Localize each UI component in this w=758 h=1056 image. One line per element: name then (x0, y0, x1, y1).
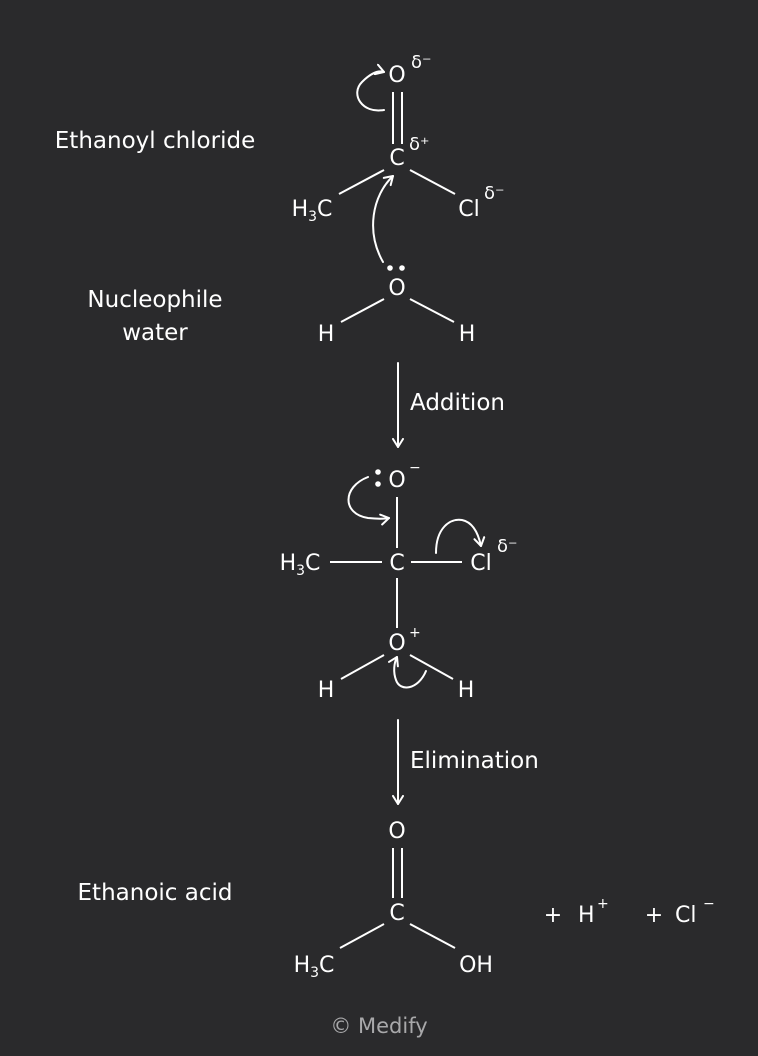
curly-arrow-chloride-leaving (435, 518, 486, 554)
charge-minus: − (703, 896, 715, 912)
atom-h: H (318, 678, 335, 703)
atom-o: O (388, 631, 405, 656)
charge-plus: + (597, 896, 609, 912)
lone-pair-dot (375, 481, 381, 487)
label-ethanoyl-chloride: Ethanoyl chloride (55, 128, 255, 154)
bond-o-h (340, 298, 385, 323)
atom-c: C (389, 551, 404, 576)
charge-plus: + (409, 625, 421, 641)
label-addition: Addition (410, 390, 505, 416)
charge-delta-minus: δ⁻ (497, 536, 518, 557)
atom-o: O (388, 276, 405, 301)
atom-cl: Cl (470, 551, 491, 576)
label-water: water (122, 320, 188, 346)
atom-c: C (389, 146, 404, 171)
tetrahedral-intermediate: O − C H3C Cl δ⁻ O + H H (280, 460, 518, 703)
bond-c-ch3 (338, 169, 385, 195)
charge-delta-minus: δ⁻ (484, 183, 505, 204)
atom-oh: OH (459, 953, 493, 978)
atom-o: O (388, 819, 405, 844)
bond-c-ch3 (339, 923, 385, 949)
curly-arrow-nucleophilic-attack (372, 175, 394, 263)
atom-cl: Cl (458, 197, 479, 222)
lone-pair-dot (399, 265, 405, 271)
bond-o-h (409, 298, 455, 323)
atom-o: O (388, 468, 405, 493)
label-ethanoic-acid: Ethanoic acid (78, 880, 233, 906)
ethanoic-acid-molecule: O C H3C OH (294, 819, 493, 981)
chloride-ion: Cl (675, 903, 696, 928)
bond-o-h (409, 654, 454, 680)
water-molecule: O H H (318, 265, 476, 347)
curly-arrow-reform-double-bond (347, 476, 390, 526)
charge-delta-plus: δ⁺ (409, 134, 430, 155)
bond-o-h (340, 654, 385, 680)
atom-c: C (389, 901, 404, 926)
curly-arrow-proton-loss (387, 656, 427, 689)
lone-pair-dot (375, 469, 381, 475)
label-nucleophile: Nucleophile (87, 287, 222, 313)
atom-h: H (318, 322, 335, 347)
hydrogen-ion: H (578, 903, 595, 928)
ethanoyl-chloride-molecule: O δ⁻ C δ⁺ H3C Cl δ⁻ (292, 52, 505, 263)
lone-pair-dot (387, 265, 393, 271)
credit-text: © Medify (330, 1014, 427, 1038)
bond-c-cl (409, 169, 456, 195)
label-elimination: Elimination (410, 748, 539, 774)
atom-h3c: H3C (280, 551, 321, 579)
plus-sign: + (645, 903, 663, 928)
atom-h: H (458, 678, 475, 703)
atom-h3c: H3C (292, 197, 333, 225)
charge-minus: − (409, 460, 421, 476)
charge-delta-minus: δ⁻ (411, 52, 432, 73)
side-products: + H + + Cl − (544, 896, 715, 928)
curly-arrow-pi-bond (356, 63, 385, 112)
bond-c-oh (409, 923, 456, 949)
atom-o: O (388, 63, 405, 88)
atom-h: H (459, 322, 476, 347)
plus-sign: + (544, 903, 562, 928)
atom-h3c: H3C (294, 953, 335, 981)
